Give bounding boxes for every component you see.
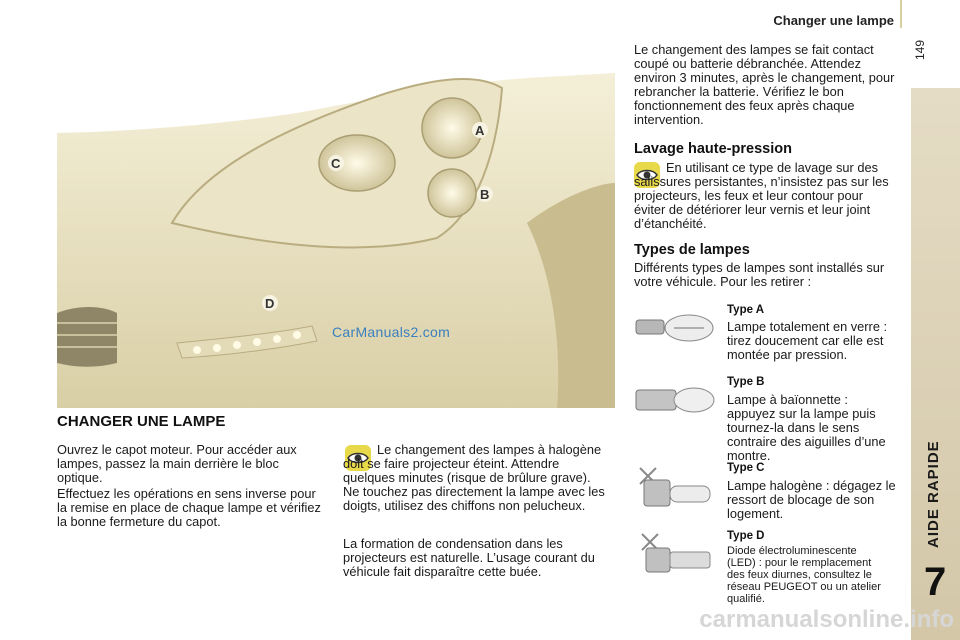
para-access: Ouvrez le capot moteur. Pour accéder aux… [57, 442, 297, 485]
lamp-type-c-label: Type C [727, 462, 765, 474]
types-intro: Différents types de lampes sont installé… [634, 260, 885, 289]
lamp-type-a-icon [635, 314, 714, 342]
right-intro: Le changement des lampes se fait contact… [634, 42, 895, 127]
lamp-type-a-desc: Lampe totalement en verre : tirez doucem… [727, 319, 888, 362]
callout-c: C [331, 156, 341, 171]
callout-a: A [475, 123, 485, 138]
section-title: CHANGER UNE LAMPE [57, 413, 226, 430]
callout-b: B [480, 187, 489, 202]
washing-title: Lavage haute-pression [634, 141, 792, 157]
lamp-type-b-icon [635, 387, 715, 413]
header-divider [900, 0, 902, 28]
lamp-type-c-icon [639, 467, 711, 507]
illustration-watermark: CarManuals2.com [332, 324, 451, 340]
eye-warning-icon [634, 162, 660, 188]
lamp-type-d-icon [641, 533, 711, 573]
para-reassembly: Effectuez les opérations en sens inverse… [57, 486, 321, 529]
side-tab [911, 88, 960, 640]
lamp-type-b-desc: Lampe à baïonnette : appuyez sur la lamp… [727, 392, 886, 463]
lamp-type-c-desc: Lampe halogène : dégagez le ressort de b… [727, 478, 896, 521]
lamp-type-b-label: Type B [727, 376, 765, 388]
headlight-illustration: A B C D CarManuals2.com [57, 43, 615, 408]
lamp-type-d-label: Type D [727, 530, 765, 542]
eye-warning-icon [345, 445, 371, 471]
chapter-number: 7 [924, 560, 947, 604]
side-tab-label: AIDE RAPIDE [925, 440, 942, 548]
lamp-type-d-desc: Diode électroluminescente (LED) : pour l… [727, 545, 881, 605]
callout-d: D [265, 296, 274, 311]
page-header-title: Changer une lampe [773, 13, 894, 28]
car-front-drawing: A B C D [57, 73, 615, 408]
lamp-type-a-label: Type A [727, 304, 765, 316]
washing-text: En utilisant ce type de lavage sur des s… [634, 160, 889, 231]
page-number: 149 [913, 39, 927, 60]
footer-watermark: carmanualsonline.info [699, 606, 954, 633]
types-title: Types de lampes [634, 242, 750, 258]
condensation-text: La formation de condensation dans les pr… [343, 536, 595, 579]
halogen-warning-text: Le changement des lampes à halogène doit… [343, 442, 605, 513]
